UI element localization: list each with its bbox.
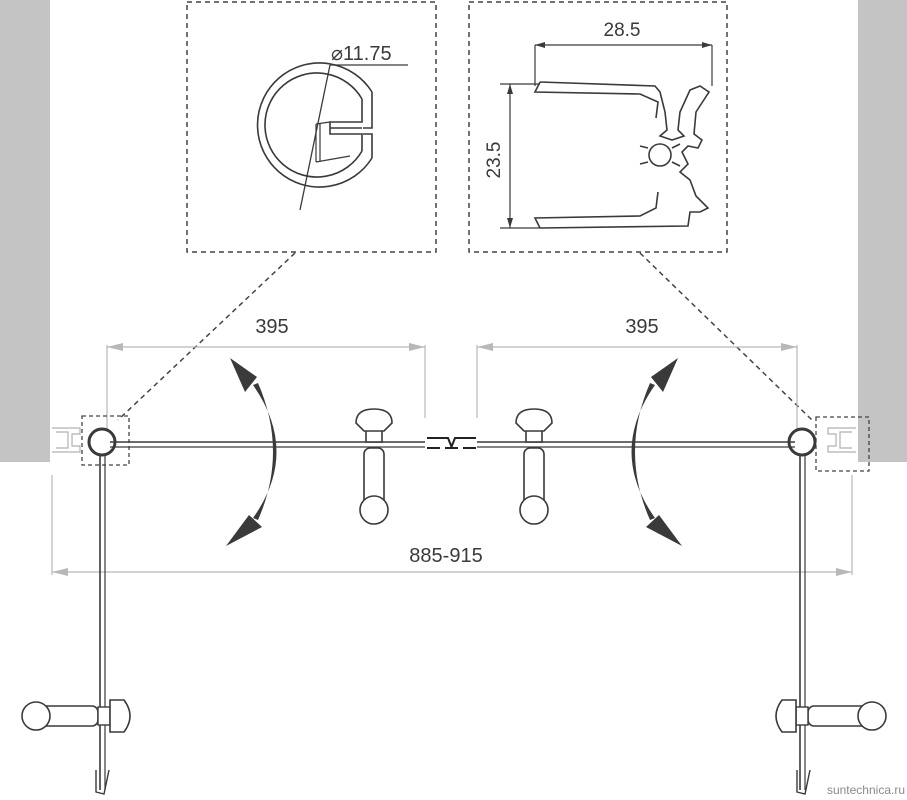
left-swing-arrow-icon bbox=[226, 358, 277, 546]
opening-range-label: 885-915 bbox=[409, 545, 482, 567]
right-door-width-label: 395 bbox=[625, 316, 658, 338]
arrowhead bbox=[409, 343, 425, 351]
center-seal bbox=[427, 437, 476, 449]
arrowhead bbox=[507, 84, 513, 94]
tube-leader-line bbox=[117, 252, 296, 421]
right-wall bbox=[858, 0, 907, 462]
arrowhead bbox=[535, 42, 545, 48]
arrowhead bbox=[836, 568, 852, 576]
right-swing-arrow-icon bbox=[631, 358, 682, 546]
arrowhead bbox=[52, 568, 68, 576]
arrowhead bbox=[477, 343, 493, 351]
right-center-handle bbox=[515, 408, 553, 525]
profile-leader-line bbox=[639, 252, 813, 421]
tube-profile bbox=[256, 62, 373, 188]
profile-height-label: 23.5 bbox=[484, 142, 505, 179]
profile-width-label: 28.5 bbox=[604, 20, 641, 41]
right-door-seal bbox=[796, 769, 811, 795]
left-door-width-label: 395 bbox=[255, 316, 288, 338]
arrowhead bbox=[781, 343, 797, 351]
right-wall-profile bbox=[827, 427, 856, 453]
diameter-leader bbox=[299, 64, 331, 211]
left-door-seal bbox=[95, 769, 110, 795]
arrowhead bbox=[107, 343, 123, 351]
watermark: suntechnica.ru bbox=[827, 783, 905, 797]
right-side-handle bbox=[775, 699, 887, 733]
left-hinge-icon bbox=[87, 427, 117, 457]
profile-detail-box bbox=[468, 1, 728, 253]
tube-diameter-label: ⌀11.75 bbox=[331, 43, 392, 65]
left-center-handle bbox=[355, 408, 393, 525]
arrowhead bbox=[507, 218, 513, 228]
left-wall-profile bbox=[52, 427, 81, 453]
arrowhead bbox=[702, 42, 712, 48]
wall-profile bbox=[533, 81, 711, 229]
left-wall bbox=[0, 0, 50, 462]
left-side-handle bbox=[21, 699, 131, 733]
right-hinge-icon bbox=[787, 427, 817, 457]
right-hinge-box bbox=[815, 416, 870, 472]
tube-detail-box bbox=[186, 1, 437, 253]
